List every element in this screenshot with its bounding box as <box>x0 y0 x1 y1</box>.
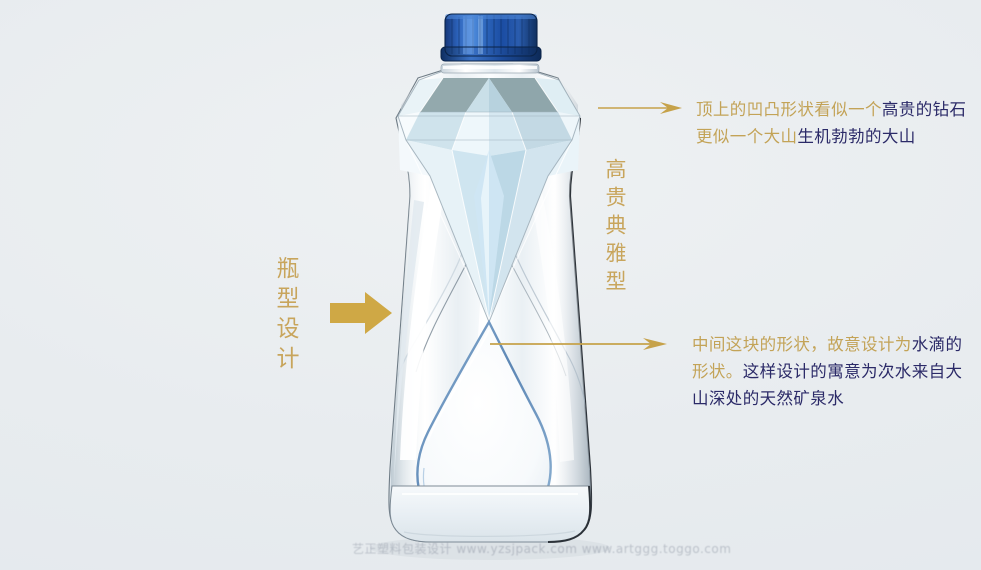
annotation-span: 生机勃勃的大山 <box>797 127 916 146</box>
leader-arrow-right-icon <box>660 102 682 114</box>
label-bottle-design: 瓶型设计 <box>272 256 298 376</box>
annotation-line: 顶上的凹凸形状看似一个高贵的钻石 <box>696 96 966 123</box>
annotation-span: 更似一个大山 <box>696 127 798 146</box>
pointer-mid <box>490 338 667 350</box>
annotation-line: 中间这块的形状，故意设计为水滴的 <box>692 331 962 358</box>
annotation-line: 山深处的天然矿泉水 <box>692 385 962 412</box>
annotation-waterdrop-note: 中间这块的形状，故意设计为水滴的 形状。这样设计的寓意为次水来自大 山深处的天然… <box>692 331 962 412</box>
bottle-neck-ring <box>440 63 540 74</box>
annotation-span: 高贵的钻石 <box>881 100 967 119</box>
label-noble-elegant-type: 高贵典雅型 <box>603 158 627 298</box>
annotation-line: 形状。这样设计的寓意为次水来自大 <box>692 358 962 385</box>
annotation-span: 水滴的 <box>911 335 963 354</box>
annotation-span: 顶上的凹凸形状看似一个 <box>696 100 882 119</box>
annotation-span: 中间这块的形状，故意设计为 <box>692 335 912 354</box>
leader-arrow-right-icon <box>643 338 667 350</box>
bottle-cap <box>440 13 542 62</box>
annotation-span: 这样设计的寓意为次水来自大 <box>742 362 963 381</box>
annotation-diamond-note: 顶上的凹凸形状看似一个高贵的钻石 更似一个大山生机勃勃的大山 <box>696 96 966 150</box>
annotation-line: 更似一个大山生机勃勃的大山 <box>696 123 966 150</box>
annotation-span: 山深处的天然矿泉水 <box>692 389 845 408</box>
annotation-span: 形状。 <box>692 362 743 381</box>
pointer-top <box>598 102 682 114</box>
diamond-facets <box>397 63 581 324</box>
bottle-base <box>389 485 592 543</box>
block-arrow-icon <box>330 292 392 334</box>
